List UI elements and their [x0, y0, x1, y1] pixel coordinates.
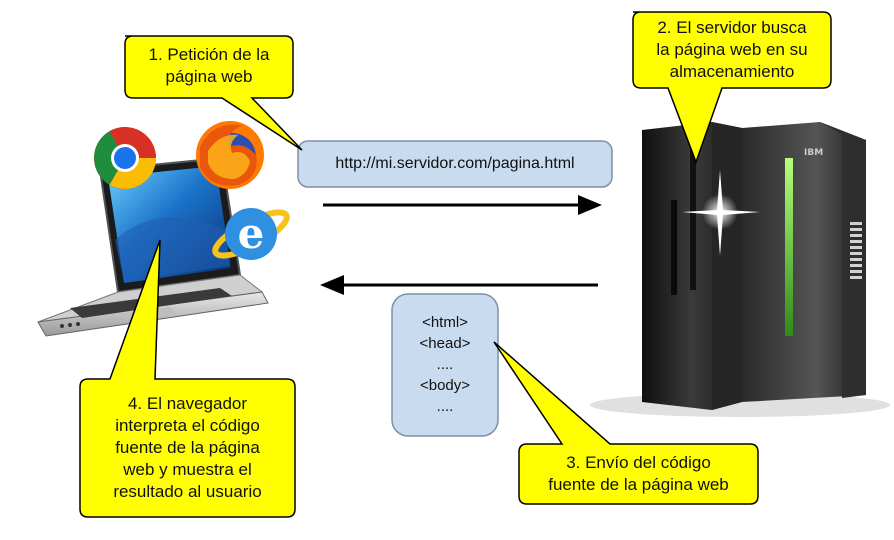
callout-step-1-text: 1. Petición de la página web: [125, 44, 293, 88]
source-code-line: ....: [436, 356, 454, 373]
callout-step-2-line: 2. El servidor busca: [657, 18, 807, 37]
callout-step-1-line: página web: [165, 67, 253, 86]
callout-step-4: [79, 239, 296, 518]
callout-step-4-line: web y muestra el: [123, 460, 252, 479]
callout-step-4-line: fuente de la página: [115, 438, 260, 457]
callout-step-3-line: 3. Envío del código: [566, 453, 711, 472]
source-code-line: ....: [436, 398, 454, 415]
callout-step-3: [493, 341, 759, 505]
source-code-line: <body>: [419, 377, 471, 394]
callout-step-1-line: 1. Petición de la: [148, 45, 270, 64]
source-code-line: <head>: [419, 335, 471, 352]
chrome-logo-icon: [94, 127, 156, 189]
internet-explorer-logo-icon: e: [212, 208, 290, 260]
source-code-box: [391, 293, 499, 437]
svg-text:IBM: IBM: [804, 148, 823, 158]
server-rack-icon: IBM: [590, 122, 890, 417]
callout-step-2-line: almacenamiento: [669, 62, 795, 81]
callout-step-4-text: 4. El navegador interpreta el código fue…: [80, 393, 295, 503]
source-code-line: <html>: [422, 314, 468, 331]
callout-step-4-line: 4. El navegador: [127, 394, 248, 413]
svg-text:e: e: [238, 209, 265, 258]
callout-step-1: [124, 35, 303, 151]
url-box: [297, 140, 613, 188]
callout-step-2-line: la página web en su: [656, 40, 808, 59]
callout-step-2-text: 2. El servidor busca la página web en su…: [633, 17, 831, 83]
callout-step-4-line: interpreta el código: [115, 416, 260, 435]
request-arrow: [323, 195, 602, 215]
callout-step-3-text: 3. Envío del código fuente de la página …: [519, 452, 758, 496]
source-code-text: <html> <head> .... <body> ....: [392, 312, 498, 417]
request-url: http://mi.servidor.com/pagina.html: [335, 155, 575, 172]
firefox-logo-icon: [196, 121, 264, 189]
callout-step-2: [632, 11, 832, 165]
callout-step-3-line: fuente de la página web: [548, 475, 729, 494]
response-arrow: [320, 275, 598, 295]
callout-step-4-line: resultado al usuario: [113, 482, 262, 501]
